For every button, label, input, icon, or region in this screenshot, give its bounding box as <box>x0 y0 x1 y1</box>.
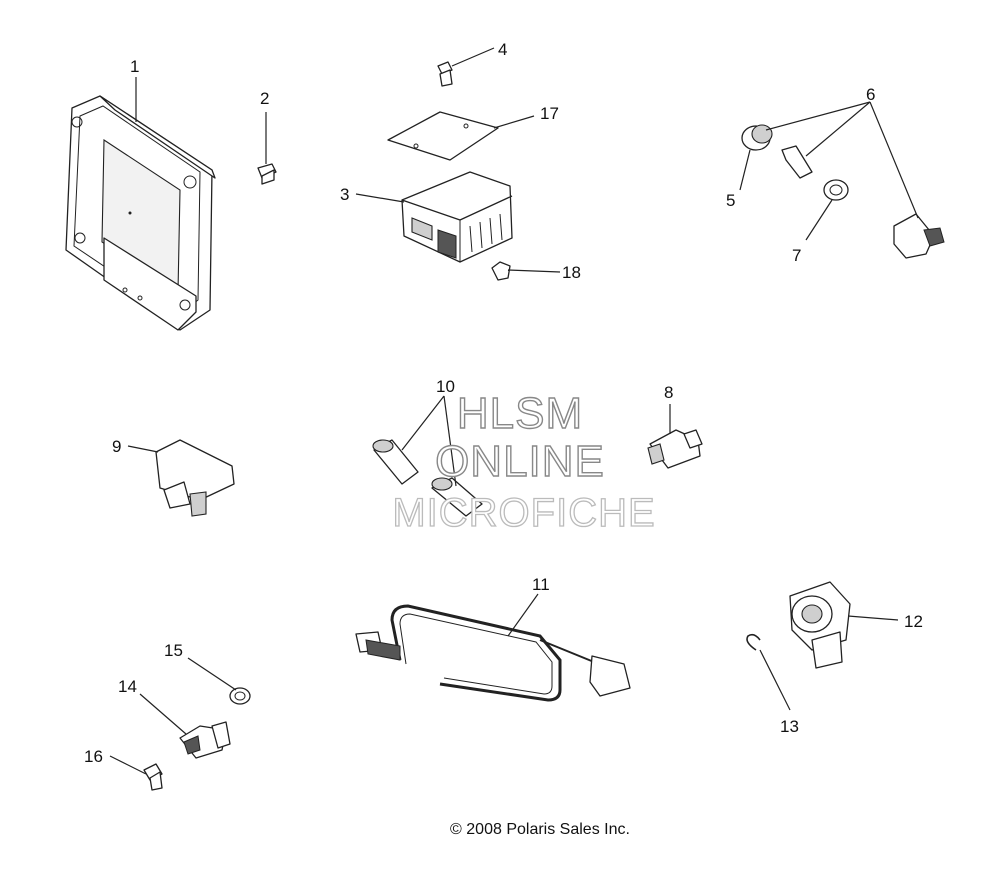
watermark-line-2: ONLINE <box>435 437 605 486</box>
callout-numbers: 1 2 3 4 5 6 7 8 9 10 11 12 13 14 15 16 1… <box>84 40 923 766</box>
callout-12: 12 <box>904 612 923 631</box>
part-fuel-injector-10b <box>431 477 483 517</box>
part-oring-15 <box>229 687 251 705</box>
part-sensor-6 <box>893 213 945 259</box>
part-bolt-16 <box>143 763 163 791</box>
part-clip-13 <box>746 633 761 651</box>
part-map-sensor-9 <box>155 439 235 517</box>
callout-17: 17 <box>540 104 559 123</box>
callout-4: 4 <box>498 40 507 59</box>
copyright-notice: © 2008 Polaris Sales Inc. <box>450 821 630 838</box>
callout-3: 3 <box>340 185 349 204</box>
part-ecu-module <box>65 95 216 331</box>
part-grommet-5 <box>741 124 773 151</box>
part-fuel-injector-10a <box>372 439 419 485</box>
callout-16: 16 <box>84 747 103 766</box>
part-washer-7 <box>823 179 849 201</box>
callout-13: 13 <box>780 717 799 736</box>
watermark: HLSM ONLINE MICROFICHE <box>392 388 656 535</box>
part-screw-4 <box>437 61 453 87</box>
part-o2-sensor-11 <box>355 604 631 702</box>
callout-8: 8 <box>664 383 673 402</box>
callout-11: 11 <box>532 575 550 594</box>
part-nut-18 <box>491 261 511 281</box>
callout-10: 10 <box>436 377 455 396</box>
part-bolt-2 <box>257 163 277 185</box>
callout-5: 5 <box>726 191 735 210</box>
callout-2: 2 <box>260 89 269 108</box>
watermark-line-1: HLSM <box>457 389 583 438</box>
callout-7: 7 <box>792 246 801 265</box>
callout-14: 14 <box>118 677 137 696</box>
callout-18: 18 <box>562 263 581 282</box>
leader-lines <box>109 47 919 775</box>
watermark-line-3: MICROFICHE <box>392 491 655 535</box>
callout-6: 6 <box>866 85 875 104</box>
part-temp-sensor-8 <box>647 429 703 469</box>
part-plate-17 <box>387 111 499 161</box>
part-relay-box-3 <box>401 171 513 263</box>
callout-1: 1 <box>130 57 139 76</box>
callout-15: 15 <box>164 641 183 660</box>
callout-9: 9 <box>112 437 121 456</box>
part-speed-sensor-14 <box>179 721 231 759</box>
part-knock-sensor-12 <box>789 581 851 669</box>
part-clip-6 <box>781 145 813 179</box>
